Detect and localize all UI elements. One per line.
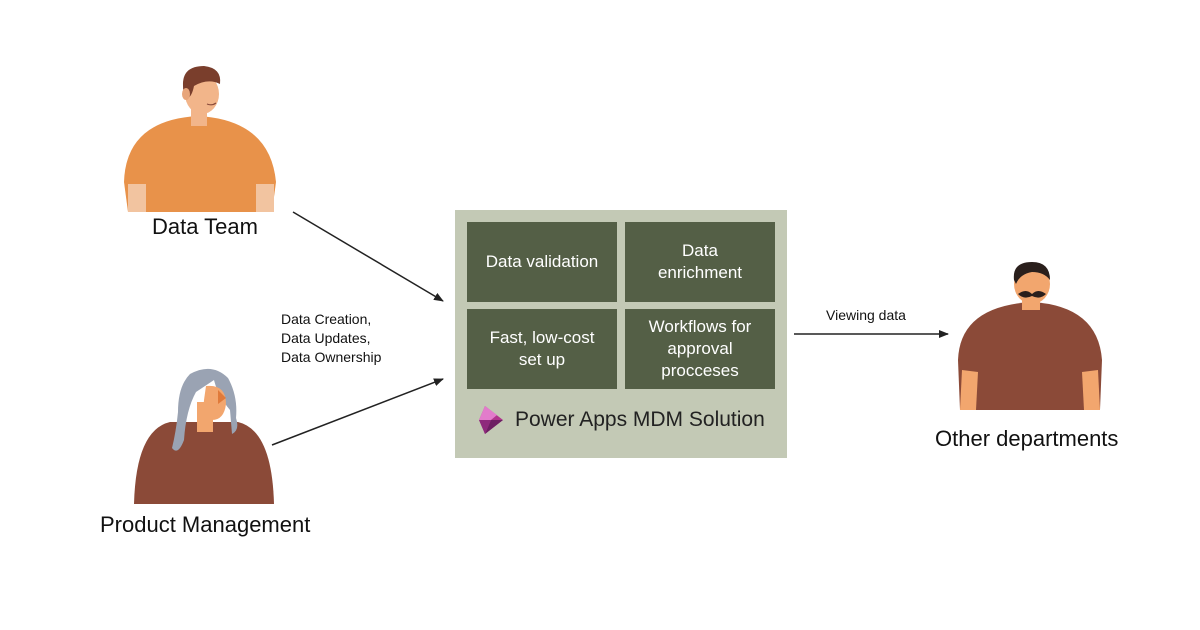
data-team-label: Data Team [152, 214, 258, 239]
inbound-flow-line: Data Ownership [281, 349, 382, 365]
feature-tile-label: Workflows for approval procceses [648, 317, 752, 380]
feature-tile-label: Fast, low-cost set up [489, 328, 595, 369]
solution-name: Power Apps MDM Solution [515, 408, 765, 431]
feature-tile-approval-workflows: Workflows for approval procceses [625, 309, 775, 389]
feature-tile-label: Data validation [485, 252, 599, 271]
arrow-product-management-to-solution [271, 378, 444, 446]
inbound-flow-line: Data Updates, [281, 330, 371, 346]
outbound-flow-label: Viewing data [826, 307, 906, 323]
feature-tile-fast-setup: Fast, low-cost set up [467, 309, 617, 389]
mdm-solution-panel: Data validation Data enrichment Fast, lo… [455, 210, 787, 458]
inbound-flow-line: Data Creation, [281, 311, 372, 327]
arrow-data-team-to-solution [292, 211, 444, 302]
power-apps-logo-icon [479, 406, 503, 434]
feature-tile-data-validation: Data validation [467, 222, 617, 302]
other-departments-label: Other departments [935, 426, 1119, 451]
feature-tile-label: Data enrichment [657, 241, 743, 282]
feature-tile-data-enrichment: Data enrichment [625, 222, 775, 302]
product-management-label: Product Management [100, 512, 311, 537]
inbound-flow-label: Data Creation, Data Updates, Data Owners… [281, 310, 381, 367]
